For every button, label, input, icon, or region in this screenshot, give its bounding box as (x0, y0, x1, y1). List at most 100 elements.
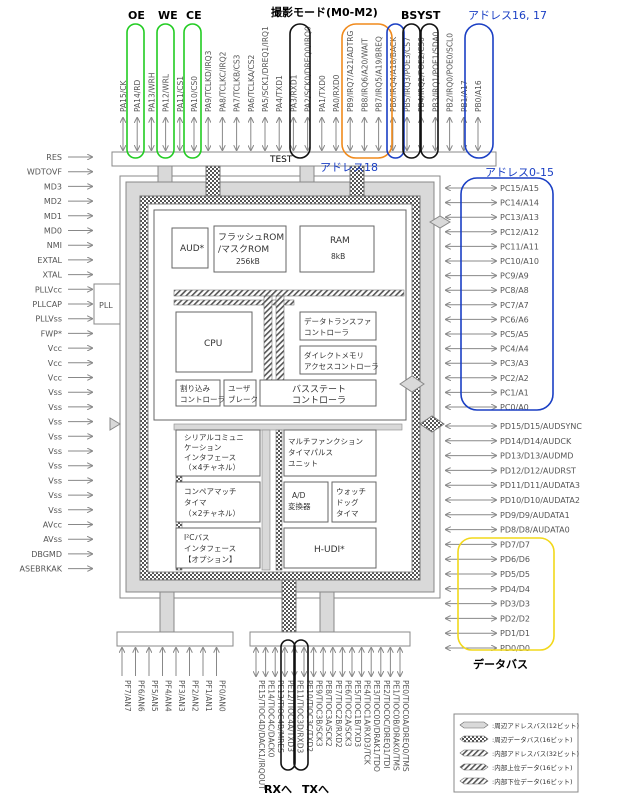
right-d-pin-label: PD7/D7 (500, 540, 530, 549)
flash-rom-label-2: /マスクROM (218, 244, 269, 255)
cpu-label: CPU (204, 339, 222, 349)
bsy-annotation: BSY (401, 9, 426, 22)
top-pin-label: PB3/IRQ1/POE1/SDA0 (431, 31, 440, 112)
left-pin-label: DBGMD (31, 550, 62, 559)
top-pin-label: PA10/CS0 (190, 76, 199, 112)
top-pin-label: PB7/IRQ5/A19/BREQ (375, 36, 384, 112)
sci-label-1: シリアルコミュニ (184, 433, 244, 442)
bottom-pin-label: PF7/AN7 (123, 680, 132, 712)
right-c-pin-label: PC4/A4 (500, 345, 529, 354)
legend-swatch (459, 763, 489, 771)
cpu-block (175, 311, 253, 373)
right-d-pin-label: PD11/D11/AUDATA3 (500, 481, 580, 490)
bsc-label-1: バスステート (292, 384, 346, 395)
pll-block (93, 283, 121, 325)
hudi-label: H-UDI* (314, 545, 345, 555)
top-pin-label: PA12/WRL (162, 73, 171, 112)
bottom-pin-label: PE2/TIOC0C/DREQ1/TDI (382, 680, 391, 769)
legend-label: :内部下位データ(16ビット) (492, 777, 573, 786)
left-pin-label: Vcc (48, 359, 62, 368)
left-pin-label: WDTOVF (27, 168, 63, 177)
bottom-pin-label: PF5/AN5 (150, 680, 159, 712)
left-pin-label: MD0 (44, 227, 62, 236)
wdt-label-3: タイマ (336, 509, 359, 518)
rx-annotation: RXへ (264, 783, 292, 796)
top-pin-label: PA7/TCLKB/CS3 (233, 54, 242, 112)
bottom-pin-label: PE3/TIOC0D/DRAK1/TDO (372, 680, 381, 772)
right-c-pin-label: PC15/A15 (500, 184, 539, 193)
bottom-pin-label: PF0/AN0 (218, 680, 227, 712)
left-pin-label: Vss (48, 432, 62, 441)
right-d-pin-label: PD1/D1 (500, 629, 530, 638)
flash-rom-size: 256kB (236, 257, 260, 266)
right-d-pin-label: PD5/D5 (500, 570, 530, 579)
dmac-block (299, 345, 377, 375)
bottom-pin-label: PE1/TIOC0B/DRAK0/TMS (391, 680, 400, 771)
top-pin-label: PA1/TXD0 (318, 75, 327, 112)
bottom-pin-label: PE14/TIOC4C/DACK0 (267, 680, 276, 758)
iic-label-1: I²Cバス (184, 533, 209, 542)
addr015-highlight (460, 177, 554, 411)
right-d-pin-label: PD8/D8/AUDATA0 (500, 526, 570, 535)
left-pin-label: PLLVss (35, 315, 62, 324)
dmac-label-2: アクセスコントローラ (304, 362, 379, 371)
left-pin-label: MD2 (44, 197, 62, 206)
ad-label-2: 変換器 (288, 501, 311, 511)
right-d-pin-label: PD10/D10/AUDATA2 (500, 496, 580, 505)
left-pin-label: Vss (48, 506, 62, 515)
top-pin-label: PB5/IRQ3/POE3/CS7 (403, 37, 412, 112)
bsc-block (259, 379, 377, 407)
bottom-pin-label: PE15/TIOC4D/DACK1/IRQOUT (257, 680, 266, 790)
pll-label: PLL (99, 301, 113, 310)
bottom-pin-label: PF2/AN2 (191, 680, 200, 712)
top-pin-label: PB8/IRQ6/A20/WAIT (360, 38, 369, 112)
right-c-pin-label: PC7/A7 (500, 301, 529, 310)
top-pin-label: PB0/A16 (474, 80, 483, 112)
bottom-pin-label: PE4/TIOC1A/RXD3/TCK (363, 680, 372, 766)
bottom-pin-label: PF3/AN3 (177, 680, 186, 712)
ad-block (283, 481, 329, 523)
left-pin-label: FWP* (41, 329, 62, 338)
ubc-label-2: ブレーク (228, 394, 258, 404)
bottom-pin-label: PF1/AN1 (204, 680, 213, 712)
bottom-pin-label: PF4/AN4 (164, 680, 173, 712)
right-d-pin-label: PD3/D3 (500, 600, 530, 609)
mtu-label-1: マルチファンクション (288, 437, 363, 446)
right-d-pin-label: PD4/D4 (500, 585, 530, 594)
bottom-pin-label: PE7/TIOC2B/RXD2 (334, 680, 343, 748)
bsc-label-2: コントローラ (292, 395, 346, 406)
cmt-block (175, 481, 261, 523)
ce-annotation: CE (186, 9, 202, 22)
left-pin-label: Vss (48, 462, 62, 471)
wdt-block (331, 481, 377, 523)
top-pin-label: PA3/RXD1 (289, 74, 298, 112)
bottom-pin-label: PE6/TIOC2A/SCK3 (343, 680, 352, 747)
bottom-pin-label: PF6/AN6 (137, 680, 146, 712)
top-pin-label: PA5/SCK1/DREQ1/IRQ1 (261, 26, 270, 112)
sci-label-2: ケーション (184, 443, 221, 452)
legend-swatch (459, 721, 489, 729)
right-c-pin-label: PC13/A13 (500, 213, 539, 222)
oe-annotation: OE (128, 9, 145, 22)
ce-highlight (183, 23, 202, 159)
aud-label: AUD* (180, 244, 205, 254)
iic-label-2: インタフェース (184, 544, 236, 553)
aud-block (171, 227, 209, 269)
left-pin-label: RES (46, 153, 62, 162)
top-pin-label: PA14/RD (133, 80, 142, 112)
cmt-label-3: （×2チャネル） (184, 509, 240, 518)
flash-rom-block (213, 225, 287, 273)
right-c-pin-label: PC2/A2 (500, 374, 529, 383)
left-pin-label: Vss (48, 476, 62, 485)
addr18-highlight (386, 23, 405, 159)
bottom-pin-bar-left (116, 631, 234, 647)
right-d-pin-label: PD9/D9/AUDATA1 (500, 511, 570, 520)
addr015-annotation: アドレス0-15 (485, 166, 554, 179)
addr1617-annotation: アドレス16, 17 (468, 9, 547, 22)
top-pin-label: PA0/RXD0 (332, 74, 341, 112)
top-pin-bar (111, 151, 497, 167)
wdt-label-2: ドッグ (336, 497, 359, 507)
top-pin-label: PB6/IRQ4/A18/BACK (389, 36, 398, 112)
left-pin-label: ASEBRKAK (20, 565, 63, 574)
